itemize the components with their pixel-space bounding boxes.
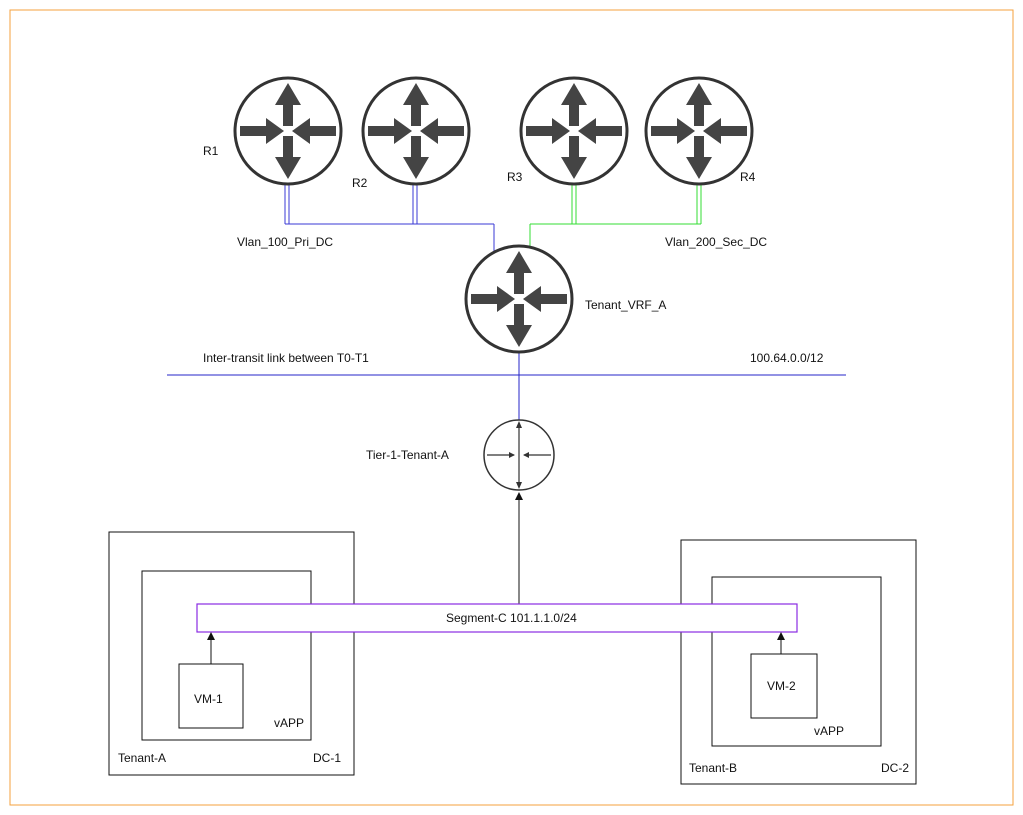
label-r2: R2 — [352, 176, 368, 190]
outer-frame — [9, 9, 1014, 806]
label-tenant-a: Tenant-A — [118, 751, 166, 765]
router-r1[interactable] — [233, 76, 343, 186]
label-tier1: Tier-1-Tenant-A — [366, 448, 449, 462]
label-vlan-100: Vlan_100_Pri_DC — [237, 235, 333, 249]
vlan-200-links — [529, 184, 702, 250]
label-vapp-left: vAPP — [274, 716, 304, 730]
router-r4[interactable] — [644, 76, 754, 186]
vm-1-box[interactable] — [178, 663, 244, 729]
vm-2-box[interactable] — [750, 653, 818, 719]
vapp-right-box — [711, 576, 882, 747]
router-r3[interactable] — [519, 76, 629, 186]
label-r4: R4 — [740, 170, 756, 184]
label-r1: R1 — [203, 144, 219, 158]
router-tier1-tenant-a[interactable] — [483, 419, 555, 491]
router-tenant-vrf-a[interactable] — [464, 244, 574, 354]
label-vapp-right: vAPP — [814, 724, 844, 738]
label-vlan-200: Vlan_200_Sec_DC — [665, 235, 767, 249]
label-r3: R3 — [507, 170, 523, 184]
router-r2[interactable] — [361, 76, 471, 186]
router-icon — [361, 76, 471, 186]
tenant-b-dc2-box — [680, 539, 917, 785]
tier1-router-icon — [483, 419, 555, 491]
router-icon — [644, 76, 754, 186]
label-transit-link: Inter-transit link between T0-T1 — [203, 351, 369, 365]
label-dc2: DC-2 — [881, 761, 909, 775]
label-tenant-vrf-a: Tenant_VRF_A — [585, 298, 666, 312]
label-segment-c: Segment-C 101.1.1.0/24 — [446, 611, 577, 625]
label-vm-1: VM-1 — [194, 692, 223, 706]
label-transit-subnet: 100.64.0.0/12 — [750, 351, 824, 365]
tenant-a-dc1-box — [108, 531, 355, 776]
vapp-left-box — [141, 570, 312, 741]
router-icon — [519, 76, 629, 186]
label-vm-2: VM-2 — [767, 679, 796, 693]
vlan-100-links — [284, 184, 495, 252]
router-icon — [464, 244, 574, 354]
label-dc1: DC-1 — [313, 751, 341, 765]
segment-c-bar[interactable] — [196, 603, 798, 633]
label-tenant-b: Tenant-B — [689, 761, 737, 775]
router-icon — [233, 76, 343, 186]
